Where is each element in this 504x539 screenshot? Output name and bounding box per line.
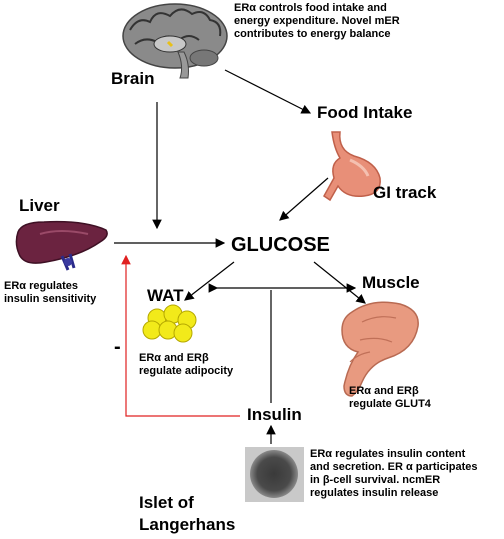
fat-cells-icon (142, 304, 197, 343)
arrow-brain-food (224, 69, 312, 114)
note-liver-line: ERα regulates (4, 280, 79, 292)
muscle-icon (341, 301, 419, 397)
label-brain: Brain (111, 69, 155, 88)
label-islet-line2: Langerhans (139, 515, 236, 534)
arrow-glucose-muscle (313, 261, 366, 304)
liver-icon (15, 220, 108, 271)
arrows (114, 69, 366, 444)
note-brain-line: ERα controls food intake and (234, 2, 387, 14)
label-gi-track: GI track (373, 183, 437, 202)
note-islet-line: ERα regulates insulin content (310, 448, 466, 460)
note-liver: ERα regulates insulin sensitivity (4, 280, 96, 306)
note-muscle-line: regulate GLUT4 (349, 398, 431, 410)
note-brain: ERα controls food intake and energy expe… (234, 2, 400, 41)
arrow-glucose-wat (184, 261, 235, 301)
label-wat: WAT (147, 286, 184, 305)
note-brain-line: contributes to energy balance (234, 28, 391, 40)
note-wat-line: regulate adipocity (139, 365, 234, 377)
feedback-arrow (121, 254, 240, 417)
note-wat: ERα and ERβ regulate adipocity (139, 352, 233, 378)
note-islet-line: in β-cell survival. ncmER (310, 474, 441, 486)
note-muscle: ERα and ERβ regulate GLUT4 (349, 385, 431, 411)
islet-icon (245, 447, 304, 502)
label-liver: Liver (19, 196, 60, 215)
feedback-sign: - (114, 336, 121, 358)
note-muscle-line: ERα and ERβ (349, 385, 419, 397)
label-islet-line1: Islet of (139, 493, 194, 512)
label-islet: Islet of Langerhans (139, 492, 235, 536)
note-islet-line: regulates insulin release (310, 487, 439, 499)
label-glucose: GLUCOSE (231, 234, 330, 256)
note-islet: ERα regulates insulin content and secret… (310, 448, 478, 500)
label-muscle: Muscle (362, 273, 420, 292)
arrow-gi-glucose (279, 177, 329, 221)
note-islet-line: and secretion. ER α participates (310, 461, 478, 473)
note-brain-line: energy expenditure. Novel mER (234, 15, 400, 27)
label-insulin: Insulin (247, 405, 302, 424)
note-liver-line: insulin sensitivity (4, 293, 97, 305)
brain-icon (122, 3, 228, 79)
note-wat-line: ERα and ERβ (139, 352, 209, 364)
stomach-icon (323, 131, 381, 202)
label-food-intake: Food Intake (317, 103, 413, 122)
